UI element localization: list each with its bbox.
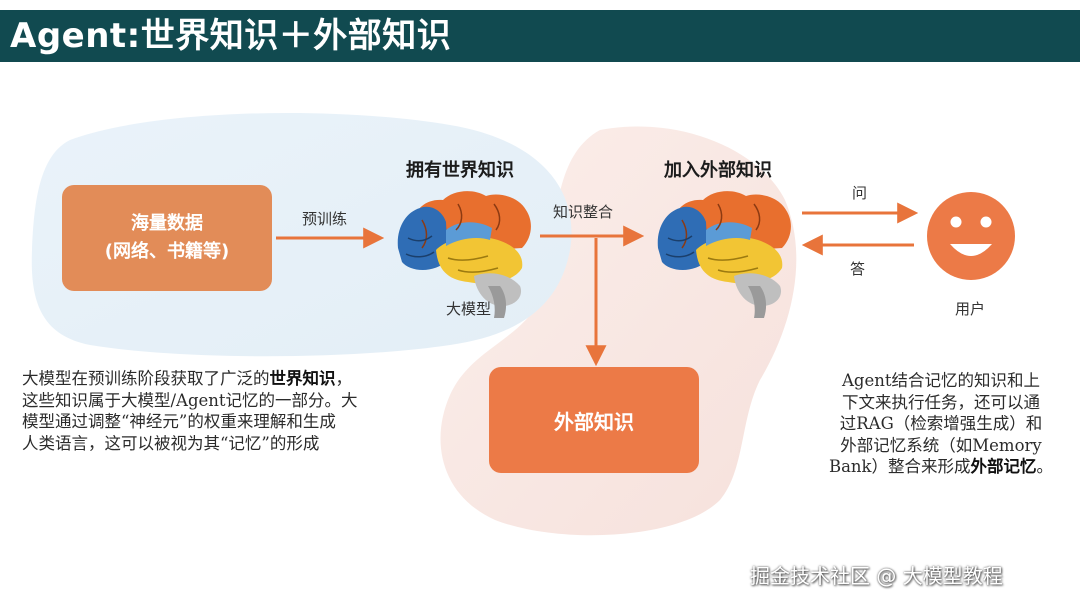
smiley-face-icon	[927, 192, 1015, 280]
blue-background-blob	[31, 113, 572, 357]
massive-data-box: 海量数据 (网络、书籍等)	[62, 185, 272, 291]
world-knowledge-emphasis: 世界知识	[269, 369, 336, 388]
description-line: 下文来执行任务，还可以通	[842, 392, 1040, 412]
world-knowledge-heading: 拥有世界知识	[406, 160, 514, 181]
integrate-label: 知识整合	[553, 203, 614, 221]
description-line: Bank）整合来形成外部记忆。	[828, 457, 1054, 476]
answer-label: 答	[850, 260, 866, 278]
description-line: 人类语言，这可以被视为其“记忆”的形成	[22, 433, 320, 453]
external-memory-description: Agent结合记忆的知识和上 下文来执行任务，还可以通 过RAG（检索增强生成）…	[806, 370, 1076, 478]
description-line: 模型通过调整“神经元”的权重来理解和生成	[22, 412, 336, 431]
external-knowledge-heading: 加入外部知识	[664, 160, 772, 181]
massive-data-subtitle: (网络、书籍等)	[104, 241, 230, 262]
external-knowledge-label: 外部知识	[554, 409, 634, 434]
title-bar: Agent:世界知识＋外部知识	[0, 10, 1080, 62]
description-line: 过RAG（检索增强生成）和	[839, 414, 1043, 433]
llm-caption: 大模型	[446, 300, 492, 318]
description-line: 大模型在预训练阶段获取了广泛的世界知识，	[22, 369, 352, 388]
pretrain-label: 预训练	[302, 210, 348, 228]
user-caption: 用户	[955, 300, 986, 318]
page-title: Agent:世界知识＋外部知识	[10, 16, 452, 56]
description-line: 这些知识属于大模型/Agent记忆的一部分。大	[22, 390, 358, 410]
watermark: 掘金技术社区 @ 大模型教程	[750, 564, 1003, 588]
brain-icon	[397, 191, 531, 318]
world-knowledge-description: 大模型在预训练阶段获取了广泛的世界知识， 这些知识属于大模型/Agent记忆的一…	[22, 368, 442, 454]
brain-icon	[657, 191, 791, 318]
massive-data-title: 海量数据	[131, 213, 203, 234]
ask-label: 问	[852, 184, 868, 202]
external-knowledge-box: 外部知识	[489, 367, 699, 473]
description-line: 外部记忆系统（如Memory	[840, 435, 1042, 455]
external-memory-emphasis: 外部记忆	[970, 457, 1037, 476]
description-line: Agent结合记忆的知识和上	[842, 371, 1040, 390]
